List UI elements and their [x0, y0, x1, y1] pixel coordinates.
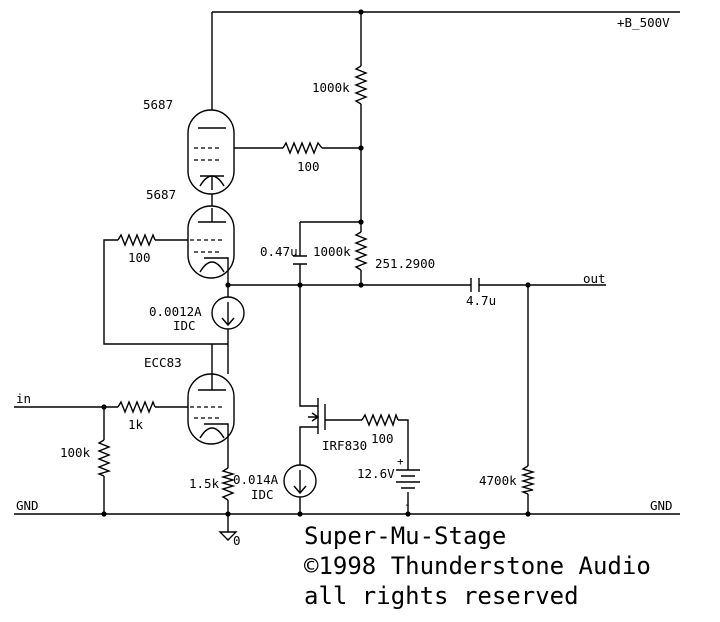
resistor-in-shunt: [96, 439, 112, 477]
labels: +B_500V 5687 5687 ECC83 1000k 100 100 10…: [16, 15, 673, 548]
footer: Super-Mu-Stage ©1998 Thunderstone Audio …: [304, 522, 651, 610]
resistor-mid-grid: [117, 233, 156, 247]
resistor-top-grid: [282, 141, 323, 155]
ground-symbol-triangle: [218, 531, 238, 541]
label-ground-node: 0: [233, 533, 241, 548]
junction-out-4: [525, 282, 531, 288]
wire-fet-drain: [299, 285, 318, 407]
label-supply: +B_500V: [617, 15, 670, 30]
label-r-top-grid: 100: [297, 159, 320, 174]
label-i-top-value: 0.0012A: [149, 304, 202, 319]
label-r-in-grid: 1k: [128, 417, 144, 432]
junction-gnd-5: [525, 511, 531, 517]
junction-gnd-3: [297, 511, 303, 517]
label-tube-middle: 5687: [146, 187, 176, 202]
tube-middle: [187, 205, 235, 279]
current-source-bottom-arrow: [293, 470, 307, 495]
label-battery-value: 12.6V: [357, 466, 395, 481]
junction-rail-right: [358, 9, 364, 15]
resistor-out-load: [520, 465, 536, 495]
resistor-mid-plate: [354, 231, 368, 271]
label-battery-plus: +: [397, 455, 404, 468]
capacitors: [293, 255, 480, 292]
wire-fet-gate: [325, 419, 409, 470]
junction-out-3: [225, 282, 231, 288]
label-r-mid-plate: 1000k: [313, 244, 351, 259]
tube-middle-cathode: [204, 257, 229, 275]
junction-top-grid: [358, 145, 364, 151]
label-net-in: in: [16, 391, 31, 406]
mosfet-irf830: [308, 398, 326, 434]
capacitor-bypass: [293, 255, 307, 265]
tube-middle-envelope: [187, 205, 235, 279]
junction-out-2: [358, 282, 364, 288]
label-c-bypass: 0.47u: [260, 244, 298, 259]
wire-mid-grid-loop: [103, 239, 228, 345]
label-i-bottom-value: 0.014A: [233, 472, 279, 487]
tube-bottom-heater: [199, 427, 225, 439]
wires: [14, 11, 680, 532]
resistor-fet-gate: [361, 412, 399, 428]
footer-rights: all rights reserved: [304, 582, 579, 610]
label-battery-minus: -: [404, 498, 411, 511]
tube-bottom-cathode: [204, 423, 229, 440]
current-source-top: [211, 296, 245, 330]
current-source-bottom: [283, 464, 317, 498]
label-r-mid-plate-value: 251.2900: [375, 256, 435, 271]
resistors: [96, 65, 536, 501]
junction-out-1: [297, 282, 303, 288]
capacitor-out: [470, 278, 480, 292]
wire-fet-source: [299, 426, 318, 466]
battery-plates: [396, 469, 420, 489]
label-i-bottom-type: IDC: [251, 487, 274, 502]
footer-copyright: ©1998 Thunderstone Audio: [304, 552, 651, 580]
junction-gnd-1: [101, 511, 107, 517]
ground-symbol: [218, 531, 238, 541]
tube-middle-heater: [199, 261, 225, 273]
label-r-out-load: 4700k: [479, 473, 517, 488]
junctions: [101, 9, 531, 517]
label-r-fet-gate: 100: [371, 431, 394, 446]
label-i-top-type: IDC: [173, 318, 196, 333]
tube-bottom: [187, 344, 235, 445]
label-gnd-right: GND: [650, 498, 673, 513]
label-r-mid-grid: 100: [128, 250, 151, 265]
label-c-out: 4.7u: [466, 293, 496, 308]
resistor-cathode: [220, 467, 236, 501]
junction-gnd-2: [225, 511, 231, 517]
tube-top-envelope: [187, 109, 235, 195]
label-tube-bottom: ECC83: [144, 355, 182, 370]
label-r-in-shunt: 100k: [60, 445, 91, 460]
tube-bottom-envelope: [187, 373, 235, 445]
resistor-top-plate: [354, 65, 368, 105]
mosfet-body-arrow: [308, 412, 320, 422]
junction-gnd-4: [405, 511, 411, 517]
label-r-cathode: 1.5k: [189, 476, 220, 491]
label-gnd-left: GND: [16, 498, 39, 513]
current-source-top-arrow: [221, 302, 235, 327]
tube-top: [187, 109, 235, 195]
label-net-out: out: [583, 271, 606, 286]
resistor-in-grid: [117, 400, 156, 414]
label-r-top-plate: 1000k: [312, 80, 350, 95]
label-fet: IRF830: [322, 438, 367, 453]
footer-title: Super-Mu-Stage: [304, 522, 506, 550]
battery: [396, 469, 420, 489]
junction-input: [101, 404, 107, 410]
junction-mid-plate: [358, 219, 364, 225]
tube-top-heater: [199, 175, 225, 187]
label-tube-top: 5687: [143, 97, 173, 112]
